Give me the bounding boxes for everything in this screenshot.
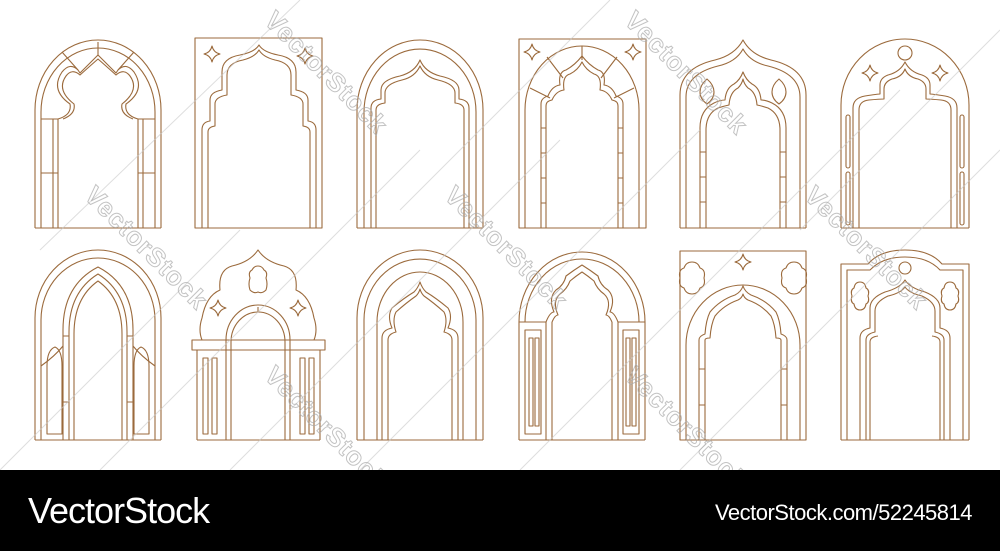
arch-1 [34, 39, 162, 229]
image-url-text: VectorStock.com/52245814 [714, 500, 973, 525]
arches-illustration [0, 0, 1000, 470]
arch-12 [840, 249, 970, 441]
arch-3 [356, 39, 484, 229]
arch-5 [679, 39, 807, 229]
arch-11 [678, 250, 808, 441]
arch-10 [518, 251, 646, 441]
arch-2 [194, 37, 323, 229]
illustration-canvas: VectorStock VectorStock VectorStock Vect… [0, 0, 1000, 470]
footer-bar: VectorStock VectorStock.com/52245814 [0, 470, 1000, 551]
watermark-lines [0, 0, 1000, 470]
arch-9 [356, 249, 484, 441]
brand-logo-text: VectorStock [28, 490, 210, 531]
arch-4 [518, 38, 647, 229]
arch-6 [840, 38, 970, 229]
arch-7 [34, 249, 162, 441]
